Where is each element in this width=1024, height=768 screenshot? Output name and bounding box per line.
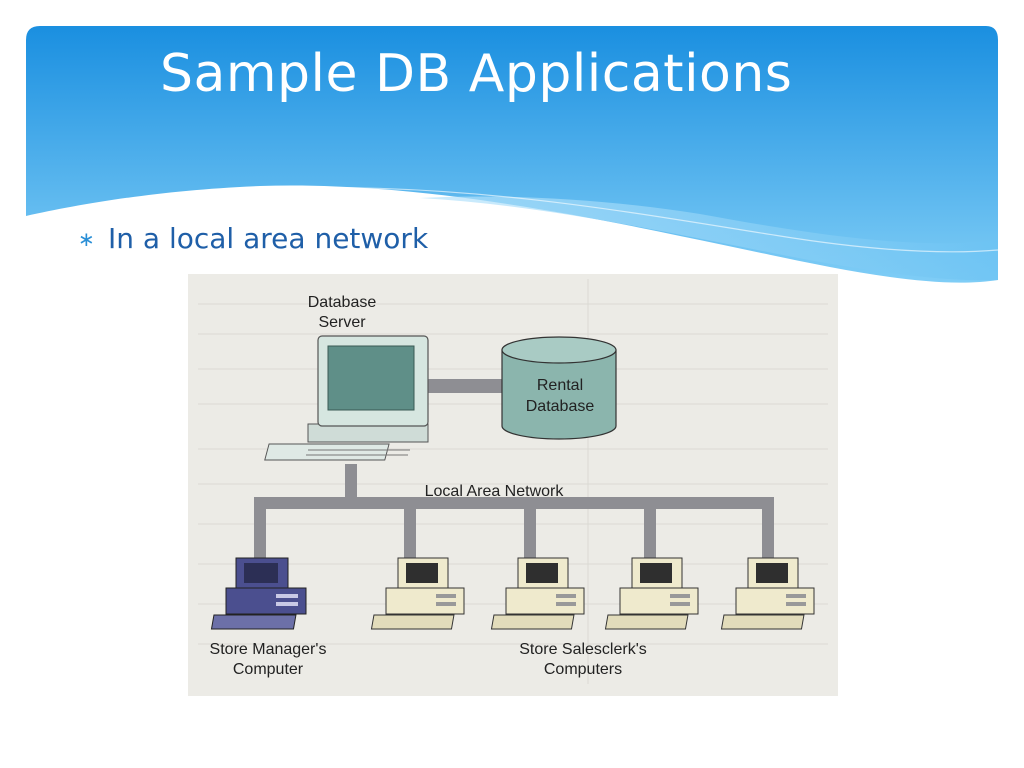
database-label-line1: Rental	[537, 377, 583, 394]
manager-label-line2: Computer	[233, 661, 304, 678]
salesclerk-computer-2	[490, 557, 585, 630]
server-label-line1: Database	[308, 294, 377, 311]
clerks-label-line2: Computers	[544, 661, 622, 678]
store-manager-computer	[210, 557, 307, 630]
bullet-text: In a local area network	[108, 222, 429, 255]
bullet-item: ∗ In a local area network	[78, 222, 428, 255]
network-label: Local Area Network	[425, 483, 565, 500]
server-label-line2: Server	[318, 314, 366, 331]
network-cabling	[254, 379, 774, 559]
salesclerk-computer-1	[370, 557, 465, 630]
rental-database-cylinder	[501, 336, 617, 440]
salesclerk-computer-3	[604, 557, 699, 630]
database-server	[264, 335, 429, 461]
header-banner	[26, 26, 999, 283]
salesclerk-computer-4	[720, 557, 815, 630]
lan-diagram: Database Server Rental Database Local Ar…	[188, 274, 838, 696]
database-label-line2: Database	[526, 398, 595, 415]
slide-title: Sample DB Applications	[160, 44, 793, 104]
manager-label-line1: Store Manager's	[210, 641, 327, 658]
asterisk-bullet-icon: ∗	[78, 226, 95, 251]
clerks-label-line1: Store Salesclerk's	[519, 641, 647, 658]
